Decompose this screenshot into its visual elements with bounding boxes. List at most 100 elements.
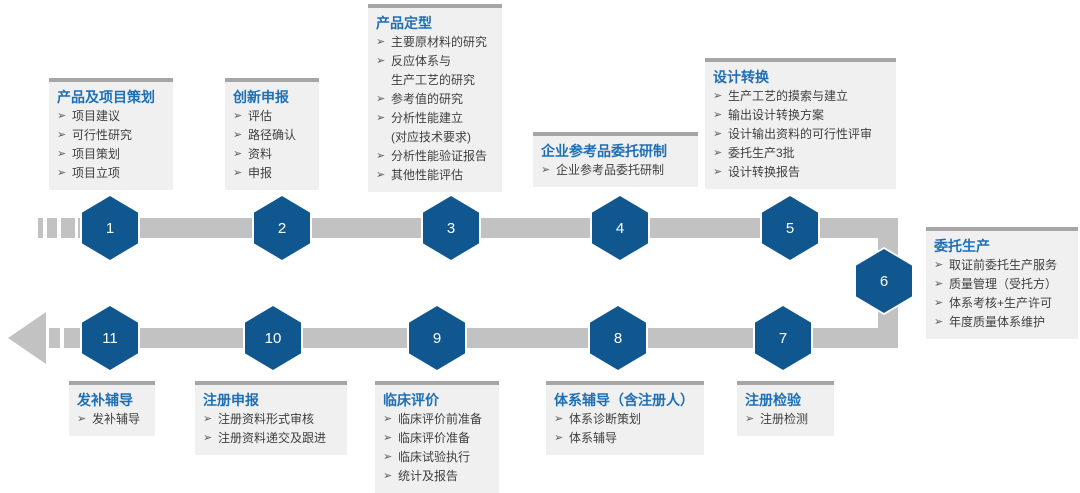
arrow-bullet-icon: ➢ [713,90,723,102]
stage-item-text: 生产工艺的研究 [391,73,476,87]
arrow-bullet-icon: ➢ [57,167,67,179]
stage-title: 产品定型 [376,15,432,31]
stage-box-4: 企业参考品委托研制 ➢企业参考品委托研制 [533,132,698,187]
flow-arrowhead-left-icon [8,312,46,364]
hexagon-shape: 4 [592,196,648,260]
stage-number: 11 [102,329,118,347]
flow-dash [38,218,43,238]
stage-item: ➢资料 [233,145,311,164]
stage-title: 企业参考品委托研制 [541,143,667,159]
stage-item: ➢ 生产工艺的摸索与建立 [713,87,888,106]
stage-item-list: ➢取证前委托生产服务➢质量管理（受托方）➢体系考核+生产许可➢年度质量体系维护 [934,256,1070,332]
stage-item-text: 输出设计转换方案 [728,108,825,122]
stage-number: 5 [785,219,795,237]
hexagon-shape: 1 [82,196,138,260]
stage-item: ➢其他性能评估 [376,166,494,185]
stage-item-text: 质量管理（受托方） [949,277,1058,291]
arrow-bullet-icon: ➢ [376,55,386,67]
stage-item: ➢分析性能验证报告 [376,147,494,166]
arrow-bullet-icon: ➢ [934,316,944,328]
stage-item: ➢主要原材料的研究 [376,33,494,52]
stage-item-text: 体系考核+生产许可 [949,296,1053,310]
stage-hexagon-9: 9 [407,304,467,372]
arrow-bullet-icon: ➢ [934,297,944,309]
stage-hexagon-2: 2 [252,194,312,262]
stage-item-text: 注册资料递交及跟进 [218,431,327,445]
stage-item: ➢ 年度质量体系维护 [934,313,1070,332]
stage-item-text: 项目策划 [72,147,121,161]
stage-item-text: 年度质量体系维护 [949,315,1046,329]
stage-item-text: 生产工艺的摸索与建立 [728,89,849,103]
arrow-bullet-icon: ➢ [713,128,723,140]
stage-item: ➢注册检测 [745,410,826,429]
stage-box-10: 注册申报 ➢注册资料形式审核➢注册资料递交及跟进 [195,381,347,455]
stage-box-5: 设计转换 ➢生产工艺的摸索与建立➢输出设计转换方案➢设计输出资料的可行性评审➢委… [705,58,896,189]
stage-number: 6 [879,272,889,290]
stage-box-7: 注册检验 ➢注册检测 [737,381,834,436]
stage-item: ➢企业参考品委托研制 [541,161,690,180]
stage-item: ➢设计转换报告 [713,163,888,182]
arrow-bullet-icon: ➢ [383,413,393,425]
stage-item-list: ➢评估➢路径确认➢资料➢申报 [233,107,311,183]
stage-item: ➢参考值的研究 [376,90,494,109]
hexagon-shape: 10 [245,306,301,370]
stage-item-text: (对应技术要求) [391,130,471,144]
arrow-bullet-icon: ➢ [934,259,944,271]
stage-box-1: 产品及项目策划 ➢项目建议➢可行性研究➢项目策划➢项目立项 [49,78,173,190]
stage-item: 生产工艺的研究 [376,71,494,90]
stage-item-text: 体系辅导 [569,431,618,445]
flow-dash [61,218,75,238]
stage-hexagon-10: 10 [243,304,303,372]
stage-item-text: 统计及报告 [398,469,459,483]
stage-item: ➢ 反应体系与 [376,52,494,71]
stage-item-text: 发补辅导 [92,412,141,426]
hexagon-shape: 6 [856,249,912,313]
stage-item: ➢体系诊断策划 [554,410,696,429]
stage-item: ➢质量管理（受托方） [934,275,1070,294]
flow-dash [49,328,60,348]
stage-item: ➢项目建议 [57,107,165,126]
stage-item-text: 参考值的研究 [391,92,464,106]
stage-item-text: 项目立项 [72,166,121,180]
stage-item-text: 临床评价准备 [398,431,471,445]
stage-item-text: 可行性研究 [72,128,133,142]
stage-item: ➢ 临床评价准备 [383,429,491,448]
hexagon-shape: 9 [409,306,465,370]
stage-item: ➢ 体系考核+生产许可 [934,294,1070,313]
hexagon-shape: 5 [762,196,818,260]
hexagon-shape: 2 [254,196,310,260]
stage-hexagon-1: 1 [80,194,140,262]
stage-item-text: 申报 [248,166,273,180]
stage-item: ➢ 临床试验执行 [383,448,491,467]
stage-item-text: 临床试验执行 [398,450,471,464]
stage-item: ➢体系辅导 [554,429,696,448]
arrow-bullet-icon: ➢ [554,413,564,425]
arrow-bullet-icon: ➢ [713,166,723,178]
stage-hexagon-6: 6 [854,247,914,315]
stage-item-list: ➢项目建议➢可行性研究➢项目策划➢项目立项 [57,107,165,183]
arrow-bullet-icon: ➢ [57,148,67,160]
arrow-bullet-icon: ➢ [233,110,243,122]
stage-title: 临床评价 [383,392,439,408]
arrow-bullet-icon: ➢ [713,109,723,121]
arrow-bullet-icon: ➢ [203,413,213,425]
stage-item-text: 反应体系与 [391,54,452,68]
arrow-bullet-icon: ➢ [77,413,87,425]
stage-hexagon-5: 5 [760,194,820,262]
stage-item: ➢申报 [233,164,311,183]
stage-hexagon-7: 7 [753,304,813,372]
stage-number: 3 [446,219,456,237]
stage-item-text: 主要原材料的研究 [391,35,488,49]
stage-title: 委托生产 [934,238,990,254]
stage-box-3: 产品定型 ➢主要原材料的研究➢反应体系与生产工艺的研究➢参考值的研究➢分析性能建… [368,4,502,192]
stage-item: ➢注册资料形式审核 [203,410,339,429]
stage-item: ➢ 输出设计转换方案 [713,106,888,125]
arrow-bullet-icon: ➢ [383,451,393,463]
stage-box-11: 发补辅导 ➢发补辅导 [69,381,155,436]
stage-number: 8 [613,329,623,347]
stage-box-9: 临床评价 ➢临床评价前准备➢临床评价准备➢临床试验执行➢统计及报告 [375,381,499,493]
arrow-bullet-icon: ➢ [383,432,393,444]
arrow-bullet-icon: ➢ [376,112,386,124]
arrow-bullet-icon: ➢ [713,147,723,159]
stage-title: 创新申报 [233,89,289,105]
